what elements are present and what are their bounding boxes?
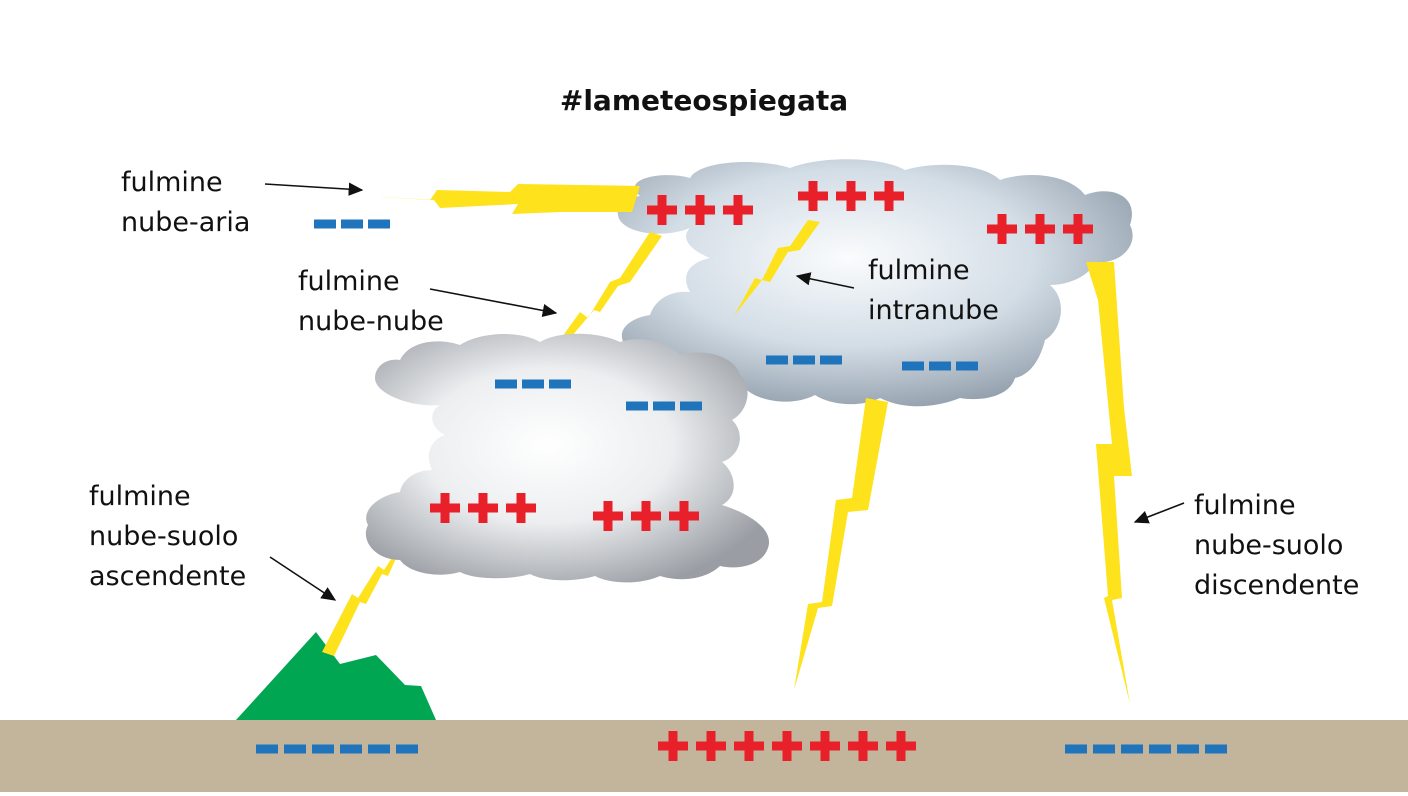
minus-icon [1121, 745, 1143, 754]
label-ground-to-cloud-line-1: fulmine [89, 477, 246, 517]
label-cloud-to-air-line-1: fulmine [121, 163, 250, 203]
label-ground-to-cloud-line-3: ascendente [89, 557, 246, 597]
label-cloud-to-ground-line-3: discendente [1194, 566, 1359, 606]
charge-group-lower-cloud-bottom-right [593, 501, 699, 531]
ground [0, 720, 1408, 792]
label-intracloud-line-2: intranube [868, 291, 999, 331]
minus-icon [314, 220, 336, 229]
minus-icon [368, 745, 390, 754]
minus-icon [495, 380, 517, 389]
minus-icon [680, 402, 702, 411]
minus-icon [1177, 745, 1199, 754]
minus-icon [312, 745, 334, 754]
arrow-cloud-to-ground [1135, 503, 1184, 522]
minus-icon [1065, 745, 1087, 754]
minus-icon [820, 356, 842, 365]
charge-group-upper-cloud-bottom-left [766, 356, 842, 365]
charge-group-upper-cloud-top-right [987, 214, 1093, 244]
label-cloud-to-cloud-line-1: fulmine [298, 262, 444, 302]
label-ground-to-cloud: fulmine nube-suolo ascendente [89, 477, 246, 597]
label-cloud-to-ground-line-1: fulmine [1194, 486, 1359, 526]
label-ground-to-cloud-line-2: nube-suolo [89, 517, 246, 557]
minus-icon [1149, 745, 1171, 754]
arrow-cloud-to-cloud [430, 289, 556, 313]
minus-icon [653, 402, 675, 411]
charge-group-lower-cloud-top-left [495, 380, 571, 389]
charge-group-lower-cloud-top-right [626, 402, 702, 411]
label-cloud-to-air: fulmine nube-aria [121, 163, 250, 243]
charge-group-air-negative [314, 220, 390, 229]
label-intracloud-line-1: fulmine [868, 251, 999, 291]
charge-group-upper-cloud-top-mid [798, 181, 904, 211]
minus-icon [1205, 745, 1227, 754]
minus-icon [522, 380, 544, 389]
minus-icon [929, 362, 951, 371]
lightning-cloud-to-ground-center [794, 398, 888, 690]
minus-icon [396, 745, 418, 754]
label-cloud-to-air-line-2: nube-aria [121, 203, 250, 243]
label-cloud-to-ground-line-2: nube-suolo [1194, 526, 1359, 566]
lower-cloud [366, 334, 769, 583]
label-cloud-to-ground: fulmine nube-suolo discendente [1194, 486, 1359, 606]
minus-icon [341, 220, 363, 229]
minus-icon [549, 380, 571, 389]
charge-group-upper-cloud-top-left [647, 195, 753, 225]
minus-icon [956, 362, 978, 371]
arrow-cloud-to-air [265, 184, 362, 190]
minus-icon [368, 220, 390, 229]
minus-icon [340, 745, 362, 754]
label-cloud-to-cloud: fulmine nube-nube [298, 262, 444, 342]
page-title: #lameteospiegata [0, 84, 1408, 117]
label-intracloud: fulmine intranube [868, 251, 999, 331]
minus-icon [902, 362, 924, 371]
minus-icon [284, 745, 306, 754]
lightning-cloud-to-ground-right [1086, 262, 1132, 704]
lightning-cloud-to-air [366, 184, 640, 214]
minus-icon [1093, 745, 1115, 754]
label-cloud-to-cloud-line-2: nube-nube [298, 302, 444, 342]
minus-icon [256, 745, 278, 754]
minus-icon [793, 356, 815, 365]
charge-group-upper-cloud-bottom-right [902, 362, 978, 371]
minus-icon [766, 356, 788, 365]
minus-icon [626, 402, 648, 411]
arrow-ground-to-cloud [270, 557, 335, 600]
charge-group-lower-cloud-bottom-left [430, 493, 536, 523]
